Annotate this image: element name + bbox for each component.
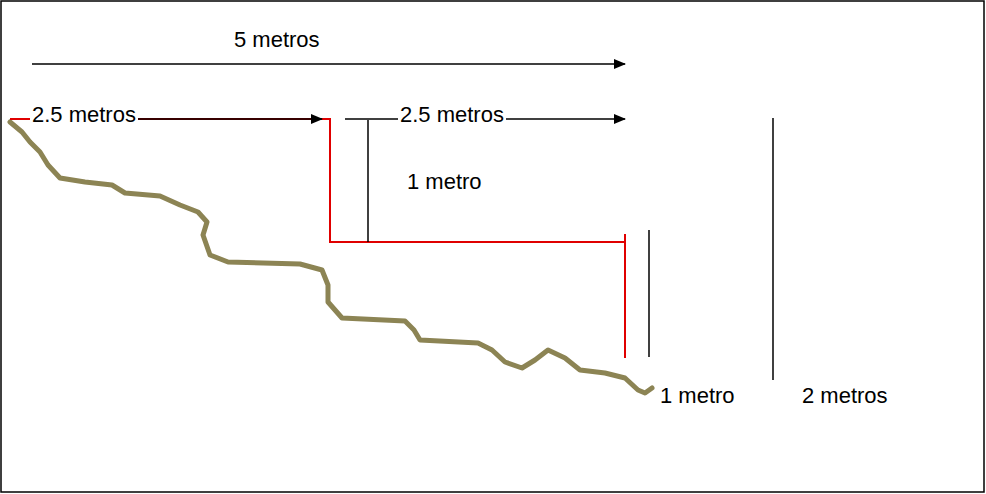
dimension-line xyxy=(648,230,650,357)
step-line xyxy=(10,119,625,242)
dimension-label: 1 metro xyxy=(658,384,737,408)
dimension-label: 2 metros xyxy=(800,384,890,408)
dimension-label: 1 metro xyxy=(405,170,484,194)
dimension-label: 5 metros xyxy=(232,28,322,52)
dimension-line xyxy=(367,120,369,242)
dimension-line xyxy=(772,118,774,380)
step-riser xyxy=(624,234,626,358)
dimension-arrow xyxy=(32,63,625,65)
dimension-label: 2.5 metros xyxy=(398,103,506,127)
dimension-label: 2.5 metros xyxy=(30,103,138,127)
